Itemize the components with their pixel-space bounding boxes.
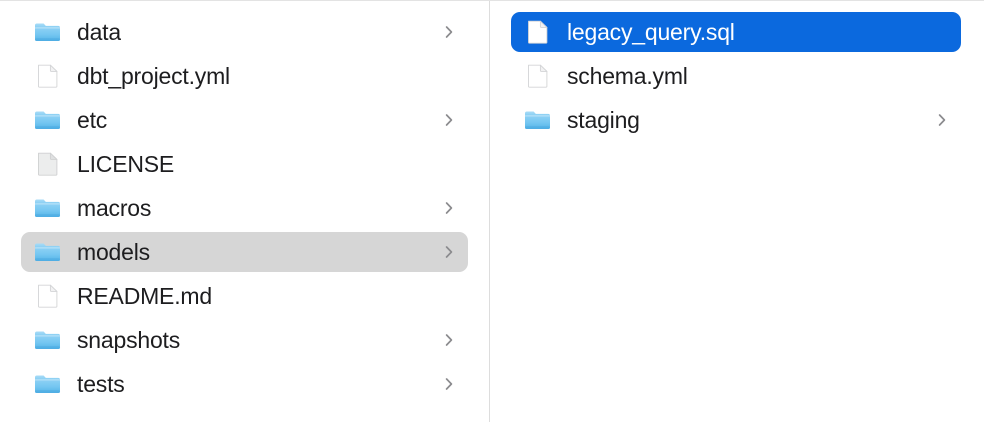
folder-row[interactable]: etc [21,100,468,140]
file-row[interactable]: dbt_project.yml [21,56,468,96]
item-label: LICENSE [77,151,175,177]
item-label: tests [77,371,125,397]
file-column-child: legacy_query.sql schema.yml staging [490,1,983,422]
item-label: dbt_project.yml [77,63,230,89]
folder-row[interactable]: staging [511,100,961,140]
chevron-right-icon[interactable] [442,331,456,349]
folder-row[interactable]: data [21,12,468,52]
file-row[interactable]: README.md [21,276,468,316]
file-row[interactable]: LICENSE [21,144,468,184]
folder-icon [523,107,553,133]
chevron-right-icon[interactable] [935,111,949,129]
item-label: legacy_query.sql [567,19,735,45]
folder-icon [33,327,63,353]
chevron-right-icon[interactable] [442,243,456,261]
item-label: macros [77,195,152,221]
file-list-child: legacy_query.sql schema.yml staging [490,1,983,140]
folder-icon [33,371,63,397]
folder-icon [33,107,63,133]
file-row[interactable]: schema.yml [511,56,961,96]
chevron-right-icon[interactable] [442,375,456,393]
document-icon [523,19,553,45]
item-label: staging [567,107,640,133]
chevron-right-icon[interactable] [442,199,456,217]
folder-row[interactable]: models [21,232,468,272]
file-row[interactable]: legacy_query.sql [511,12,961,52]
document-icon [33,283,63,309]
item-label: etc [77,107,108,133]
folder-icon [33,195,63,221]
item-label: snapshots [77,327,181,353]
chevron-right-icon[interactable] [442,111,456,129]
document-icon [33,63,63,89]
folder-icon [33,239,63,265]
folder-icon [33,19,63,45]
plain-document-icon [33,151,63,177]
item-label: README.md [77,283,212,309]
item-label: schema.yml [567,63,688,89]
folder-row[interactable]: macros [21,188,468,228]
item-label: models [77,239,150,265]
document-icon [523,63,553,89]
folder-row[interactable]: tests [21,364,468,404]
chevron-right-icon[interactable] [442,23,456,41]
folder-row[interactable]: snapshots [21,320,468,360]
item-label: data [77,19,121,45]
